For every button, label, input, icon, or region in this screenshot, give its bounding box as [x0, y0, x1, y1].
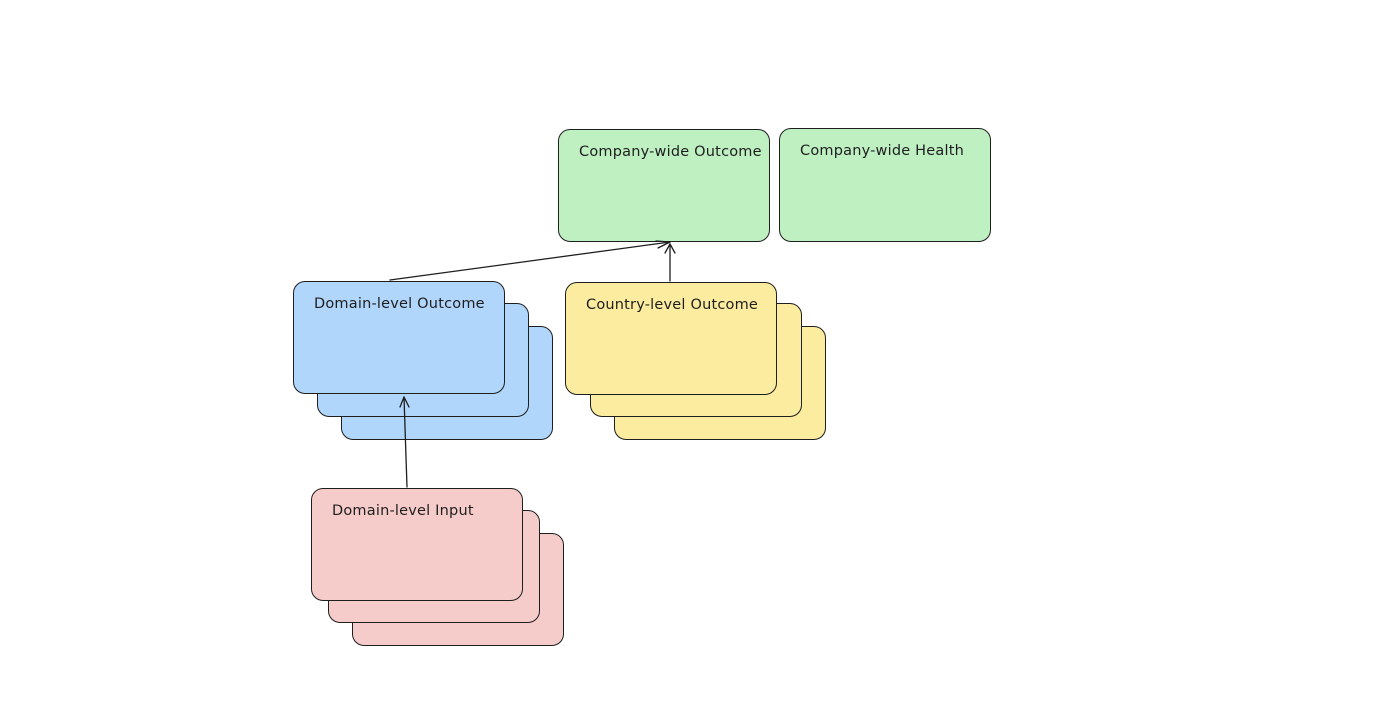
domain-input-card[interactable]: Domain-level Input	[311, 488, 523, 601]
country-outcome-card[interactable]: Country-level Outcome	[565, 282, 777, 395]
domain-input-label: Domain-level Input	[332, 503, 474, 519]
edge-country-outcome-to-company-outcome[interactable]	[664, 243, 676, 282]
company-outcome-label: Company-wide Outcome	[579, 144, 762, 160]
company-health-label: Company-wide Health	[800, 143, 964, 159]
edge-domain-outcome-to-company-outcome[interactable]	[389, 240, 671, 281]
company-health-card[interactable]: Company-wide Health	[779, 128, 991, 242]
domain-outcome-card[interactable]: Domain-level Outcome	[293, 281, 505, 394]
company-outcome-card[interactable]: Company-wide Outcome	[558, 129, 770, 242]
domain-outcome-label: Domain-level Outcome	[314, 296, 485, 312]
country-outcome-label: Country-level Outcome	[586, 297, 759, 313]
